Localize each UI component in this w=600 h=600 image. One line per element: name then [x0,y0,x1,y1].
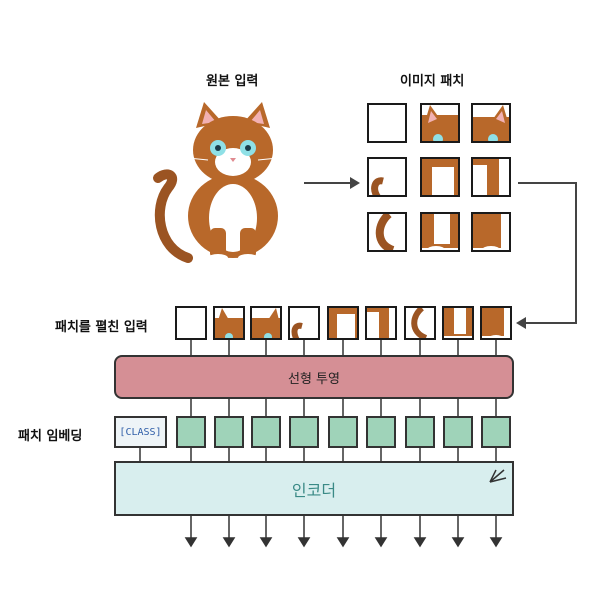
down-arrow-icon [489,537,503,548]
down-arrow-icon [222,537,236,548]
elbow-arrow-icon [516,182,577,329]
patch-6 [471,157,511,197]
embedding-4 [289,416,319,448]
class-token-label: [CLASS] [119,426,162,438]
patch-9 [471,212,511,252]
down-arrow-icon [451,537,465,548]
flat-patch-5 [327,306,359,340]
embedding-2 [214,416,244,448]
original-input-label: 원본 입력 [206,74,259,89]
down-arrow-icon [184,537,198,548]
embedding-6 [366,416,396,448]
embedding-3 [251,416,281,448]
embedding-5 [328,416,358,448]
encoder-block: 인코더 [114,461,514,516]
flat-patch-9 [480,306,512,340]
down-arrow-icon [259,537,273,548]
down-arrow-icon [374,537,388,548]
linear-projection-block: 선형 투영 [114,355,514,399]
attention-icon [489,469,507,483]
flat-patch-4 [288,306,320,340]
flat-patch-3 [250,306,282,340]
down-arrow-icon [297,537,311,548]
class-token: [CLASS] [114,416,167,448]
patch-1 [367,103,407,143]
image-patches-label: 이미지 패치 [400,74,465,89]
output-arrows [184,516,503,548]
embedding-1 [176,416,206,448]
embedding-8 [443,416,473,448]
flat-patch-6 [365,306,397,340]
patch-5 [420,157,460,197]
flattened-patches-label: 패치를 펼친 입력 [55,320,148,335]
cat-image [153,102,279,263]
embedding-9 [481,416,511,448]
patch-2 [420,103,460,143]
embedding-7 [405,416,435,448]
down-arrow-icon [336,537,350,548]
arrow-right-icon [304,177,360,189]
patch-8 [420,212,460,252]
patch-4 [367,157,407,197]
down-arrow-icon [413,537,427,548]
patch-7 [367,212,407,252]
patch-embedding-label: 패치 임베딩 [18,429,83,444]
flat-patch-8 [442,306,474,340]
flat-patch-1 [175,306,207,340]
linear-projection-label: 선형 투영 [288,371,340,387]
flat-patch-2 [213,306,245,340]
patch-3 [471,103,511,143]
encoder-label: 인코더 [291,480,337,500]
flat-patch-7 [404,306,436,340]
